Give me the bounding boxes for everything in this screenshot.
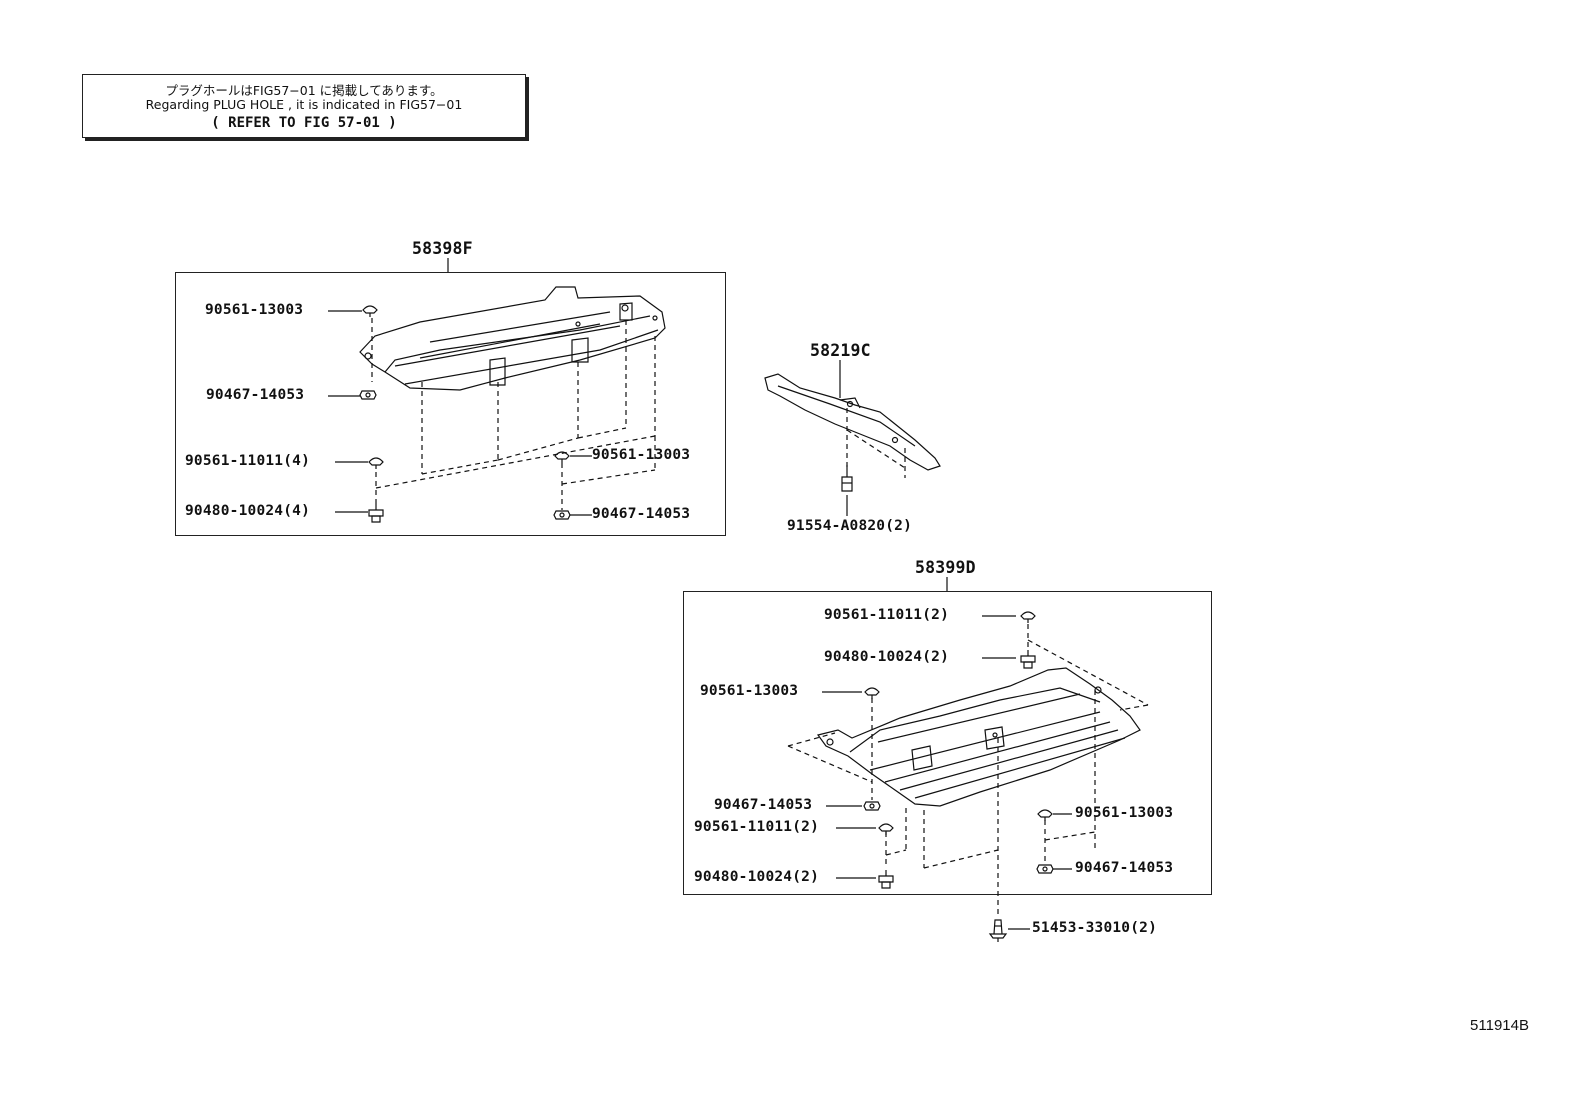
push-rivet-icon bbox=[990, 920, 1006, 942]
bolt-icon bbox=[369, 504, 383, 522]
solid-leaders-right bbox=[822, 616, 1072, 929]
dashed-leaders-center bbox=[847, 408, 905, 478]
nut-icon bbox=[864, 802, 880, 810]
part-label[interactable]: 90480-10024(4) bbox=[185, 503, 311, 519]
assembly-frame-right bbox=[683, 591, 1212, 895]
catalog-number: 511914B bbox=[1470, 1017, 1529, 1034]
bracket-58219c-shape bbox=[765, 374, 940, 470]
bolt-icon bbox=[879, 870, 893, 888]
note-refer-link[interactable]: ( REFER TO FIG 57-01 ) bbox=[211, 115, 397, 131]
dashed-leaders-right bbox=[788, 624, 1148, 918]
dashed-leaders-left bbox=[372, 318, 655, 510]
part-label[interactable]: 90561-13003 bbox=[700, 683, 799, 699]
part-label[interactable]: 90561-13003 bbox=[205, 302, 304, 318]
part-label[interactable]: 90561-11011(2) bbox=[694, 819, 820, 835]
solid-leaders-left bbox=[328, 311, 592, 515]
clip-icon bbox=[879, 824, 893, 835]
assembly-label-58219c[interactable]: 58219C bbox=[810, 341, 871, 360]
clip-icon bbox=[555, 452, 569, 463]
under-cover-58399d-shape bbox=[818, 668, 1140, 806]
reference-note-box: プラグホールはFIG57−01 に掲載してあります。 Regarding PLU… bbox=[82, 74, 526, 138]
note-japanese-text: プラグホールはFIG57−01 に掲載してあります。 bbox=[165, 83, 443, 98]
clip-icon bbox=[363, 306, 377, 317]
part-label[interactable]: 90480-10024(2) bbox=[824, 649, 950, 665]
part-label[interactable]: 90561-11011(2) bbox=[824, 607, 950, 623]
clip-icon bbox=[1021, 612, 1035, 623]
nut-icon bbox=[1037, 865, 1053, 873]
part-label[interactable]: 90467-14053 bbox=[592, 506, 691, 522]
part-label[interactable]: 90561-11011(4) bbox=[185, 453, 311, 469]
note-english-text: Regarding PLUG HOLE , it is indicated in… bbox=[145, 97, 463, 112]
assembly-label-58398f[interactable]: 58398F bbox=[412, 239, 473, 258]
clip-icon bbox=[1038, 810, 1052, 821]
assembly-label-58399d[interactable]: 58399D bbox=[915, 558, 976, 577]
part-label[interactable]: 51453-33010(2) bbox=[1032, 920, 1158, 936]
nut-icon bbox=[360, 391, 376, 399]
part-label[interactable]: 90480-10024(2) bbox=[694, 869, 820, 885]
clip-icon bbox=[369, 458, 383, 469]
under-cover-58398f-shape bbox=[360, 287, 665, 390]
clip-icon bbox=[865, 688, 879, 699]
part-label[interactable]: 90467-14053 bbox=[714, 797, 813, 813]
nut-icon bbox=[554, 511, 570, 519]
part-label[interactable]: 91554-A0820(2) bbox=[787, 518, 913, 534]
part-label[interactable]: 90467-14053 bbox=[1075, 860, 1174, 876]
stud-bolt-icon bbox=[842, 465, 852, 491]
part-label[interactable]: 90561-13003 bbox=[592, 447, 691, 463]
part-label[interactable]: 90561-13003 bbox=[1075, 805, 1174, 821]
assembly-frame-left bbox=[175, 272, 726, 536]
part-label[interactable]: 90467-14053 bbox=[206, 387, 305, 403]
bolt-icon bbox=[1021, 650, 1035, 668]
